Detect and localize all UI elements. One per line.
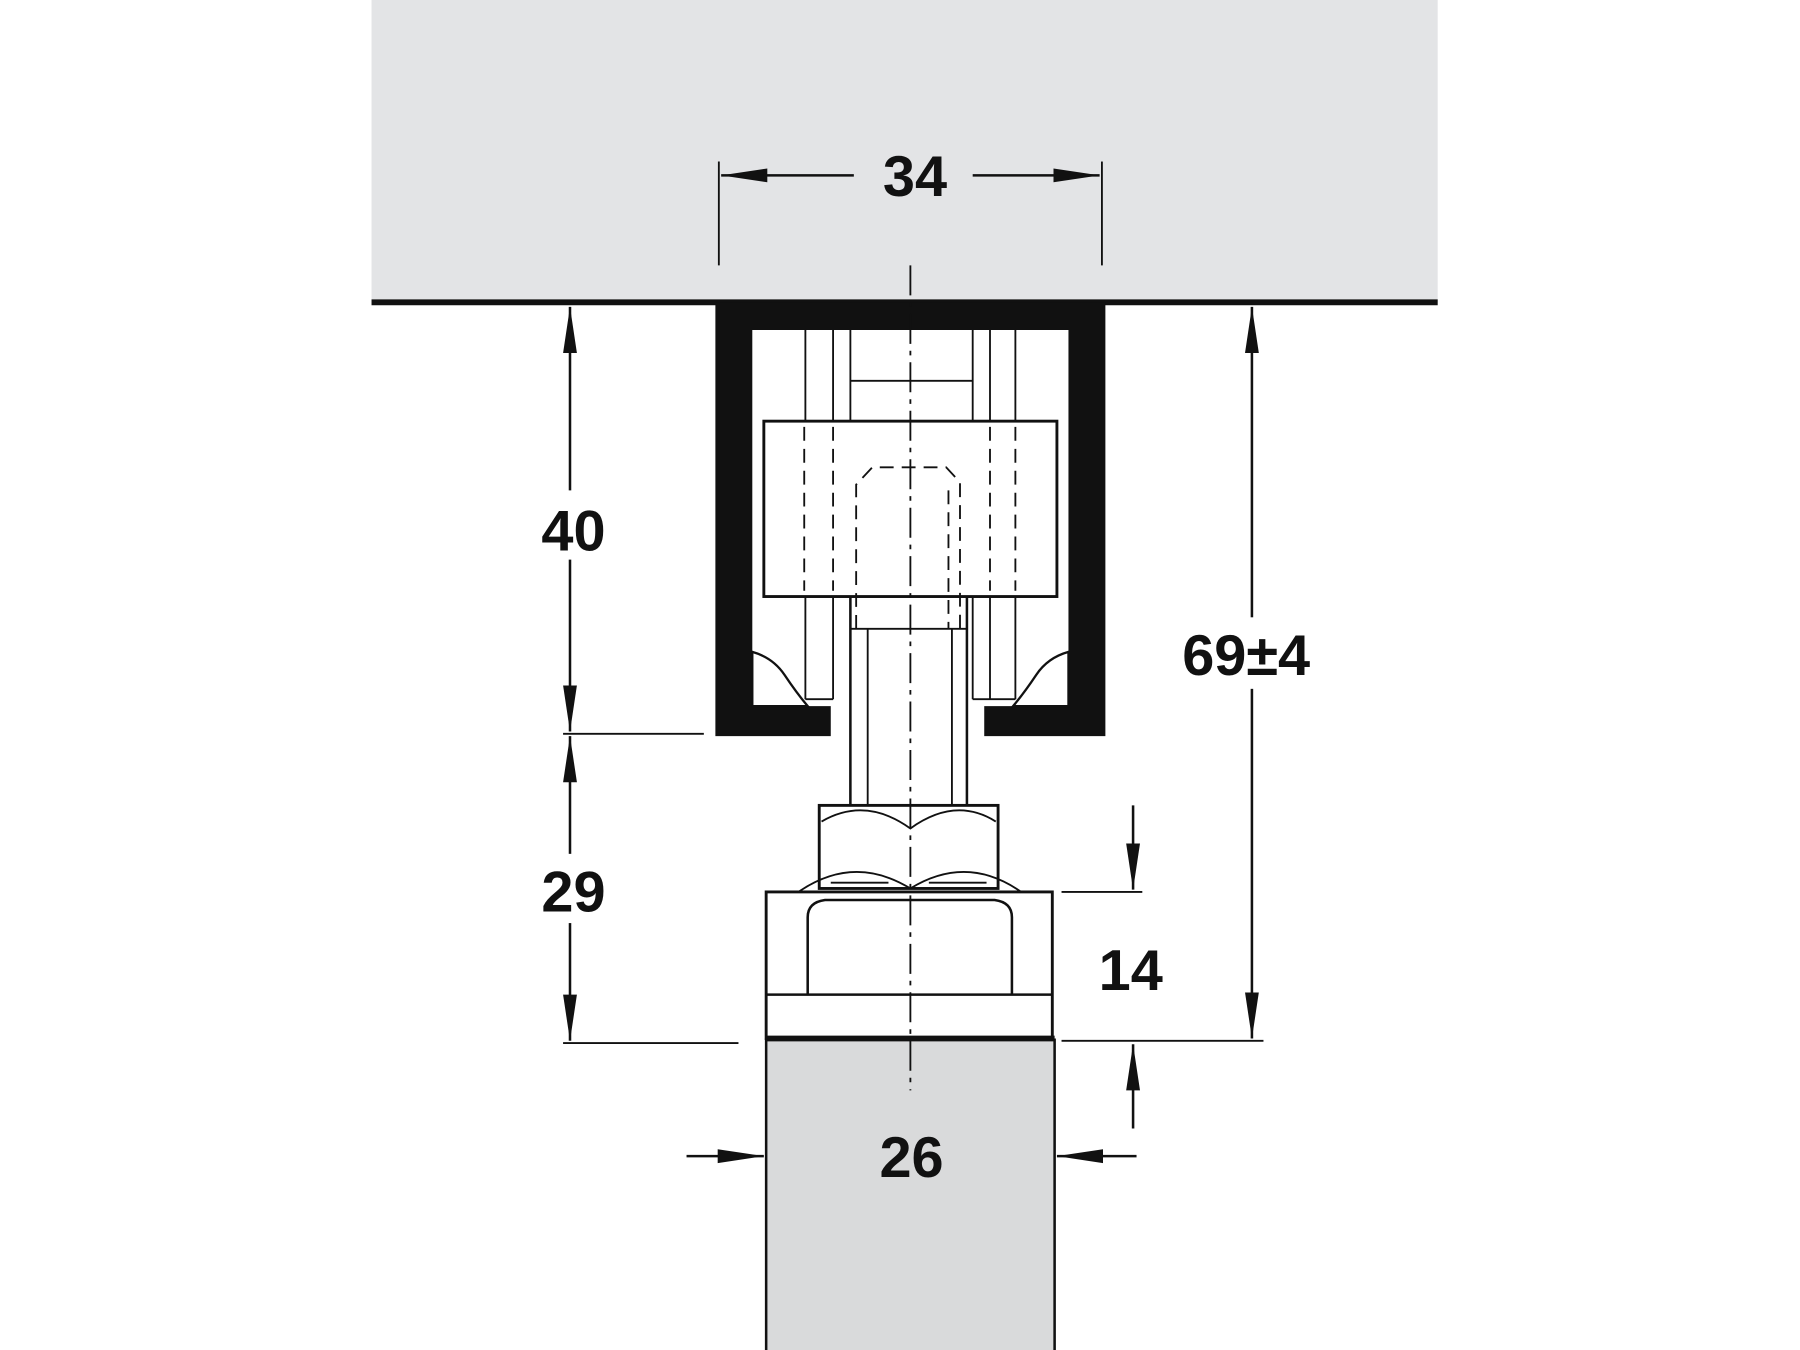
dimension-hanger-height: 29: [525, 736, 739, 1044]
dimension-label-34: 34: [883, 145, 947, 209]
dimension-label-69: 69±4: [1182, 624, 1310, 688]
dimension-door-thickness: 26: [686, 1126, 1137, 1190]
dimension-label-14: 14: [1099, 939, 1163, 1003]
ceiling: [371, 0, 1438, 303]
dimension-door-adjust: 14: [1061, 805, 1163, 1129]
hanger-bolt: [849, 596, 969, 806]
dimension-label-29: 29: [541, 861, 605, 925]
door-panel: [766, 1038, 1055, 1350]
dimension-label-40: 40: [541, 499, 605, 563]
dimension-track-width: 34: [717, 145, 1103, 266]
dimension-track-height: 40: [525, 306, 704, 735]
door-bracket: [764, 890, 1054, 1040]
dimension-total-height: 69±4: [1061, 306, 1333, 1042]
dimension-label-26: 26: [879, 1126, 943, 1190]
